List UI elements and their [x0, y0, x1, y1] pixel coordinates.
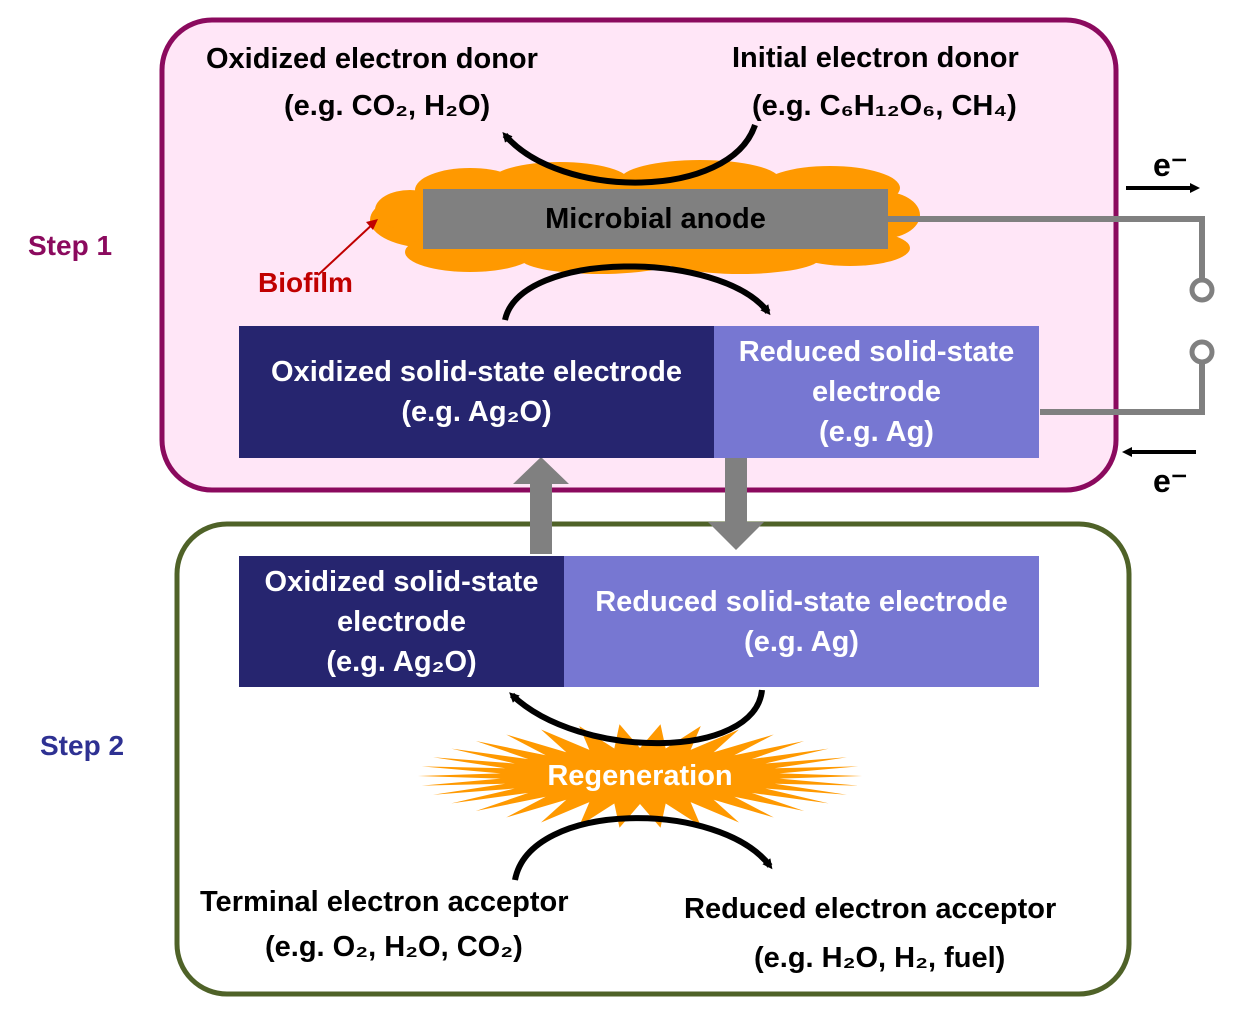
step1-bottom-arrow	[502, 263, 771, 321]
step2-top-arrow	[509, 689, 765, 747]
step2-reduced-electrode-example: (e.g. Ag)	[744, 625, 859, 658]
terminal-acceptor-example: (e.g. O₂, H₂O, CO₂)	[265, 931, 523, 963]
step1-label: Step 1	[28, 230, 113, 261]
step1-oxidized-electrode-example: (e.g. Ag₂O)	[401, 396, 552, 428]
step2-reduced-electrode: Reduced solid-state electrode (e.g. Ag)	[564, 556, 1039, 687]
step1-reduced-electrode: Reduced solid-state electrode (e.g. Ag)	[714, 326, 1039, 458]
biofilm-pointer-head	[366, 219, 378, 230]
oxidized-donor-example: (e.g. CO₂, H₂O)	[284, 90, 491, 122]
circuit-terminal-top	[1189, 277, 1215, 303]
circuit-wire-bottom	[1040, 362, 1205, 415]
electron-label-top: e⁻	[1153, 147, 1188, 183]
gray-arrow-down	[708, 458, 764, 550]
microbial-anode-bar	[423, 189, 888, 249]
circuit-terminal-bottom	[1189, 339, 1215, 365]
initial-donor-title: Initial electron donor	[732, 42, 1019, 74]
step2-oxidized-electrode-line2: electrode	[337, 605, 466, 638]
biofilm-label: Biofilm	[258, 267, 353, 298]
step2-label: Step 2	[40, 730, 125, 761]
reduced-acceptor-example: (e.g. H₂O, H₂, fuel)	[754, 942, 1006, 974]
step2-oxidized-electrode: Oxidized solid-state electrode (e.g. Ag₂…	[239, 556, 564, 687]
step1-top-arrow	[502, 123, 758, 186]
biofilm-pointer-arrow	[317, 221, 376, 276]
step2-bottom-arrow	[512, 815, 773, 881]
step1-reduced-electrode-example: (e.g. Ag)	[819, 416, 934, 448]
oxidized-donor-title: Oxidized electron donor	[206, 43, 538, 75]
microbial-anode-label: Microbial anode	[545, 203, 766, 235]
electron-label-bottom: e⁻	[1153, 463, 1188, 499]
step2-oxidized-electrode-line1: Oxidized solid-state	[264, 565, 539, 598]
initial-donor-example: (e.g. C₆H₁₂O₆, CH₄)	[752, 90, 1017, 122]
regeneration-starburst	[418, 724, 862, 828]
reduced-acceptor-title: Reduced electron acceptor	[684, 893, 1057, 925]
step2-reduced-electrode-line1: Reduced solid-state electrode	[595, 585, 1008, 618]
circuit-wire-top	[888, 216, 1205, 280]
terminal-acceptor-title: Terminal electron acceptor	[200, 886, 569, 918]
step1-oxidized-electrode-line1: Oxidized solid-state electrode	[271, 356, 682, 388]
regeneration-label: Regeneration	[547, 760, 733, 792]
step2-oxidized-electrode-example: (e.g. Ag₂O)	[326, 645, 477, 678]
step1-oxidized-electrode: Oxidized solid-state electrode (e.g. Ag₂…	[239, 326, 714, 458]
step1-reduced-electrode-line1: Reduced solid-state	[738, 336, 1015, 368]
gray-arrow-up	[513, 457, 569, 554]
step1-reduced-electrode-line2: electrode	[812, 376, 941, 408]
